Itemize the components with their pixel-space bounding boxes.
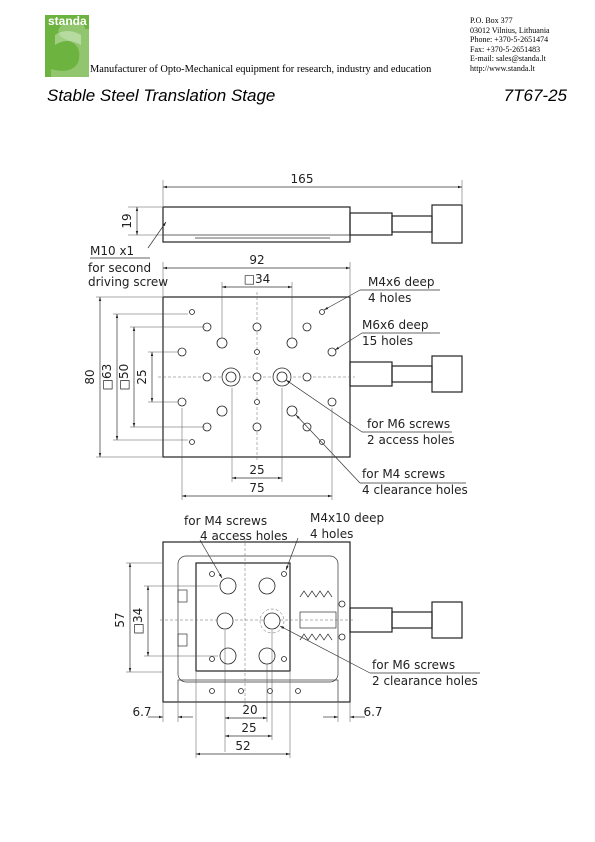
dim-92: 92 (249, 253, 264, 267)
dim-19: 19 (120, 213, 134, 228)
top-view: 92 □34 M4x6 deep 4 holes M6x6 deep 15 ho… (83, 253, 468, 500)
model-number: 7T67-25 (503, 86, 567, 105)
standa-logo (45, 15, 89, 77)
contact-line: 03012 Vilnius, Lithuania (470, 25, 550, 35)
label-m4x6-2: 4 holes (368, 291, 411, 305)
dim-25-vertical: 25 (135, 369, 149, 384)
page-title: Stable Steel Translation Stage (47, 86, 276, 105)
label-m4-access-1: for M4 screws (184, 514, 267, 528)
label-second-drive-1: for second (88, 261, 151, 275)
label-m4x6-1: M4x6 deep (368, 275, 435, 289)
label-m6x6-2: 15 holes (362, 334, 413, 348)
spring (299, 590, 337, 641)
bottom-hole-pattern (209, 571, 346, 694)
hole-pattern (177, 309, 337, 445)
dim-52: 52 (235, 739, 250, 753)
dim-sq50: □50 (117, 364, 131, 391)
dim-75: 75 (249, 481, 264, 495)
dim-6-7-left: 6.7 (132, 705, 151, 719)
tagline: Manufacturer of Opto-Mechanical equipmen… (90, 64, 432, 75)
bottom-view: for M4 screws 4 access holes M4x10 deep … (113, 511, 480, 758)
label-m10x1: M10 x1 (90, 244, 134, 258)
dim-20: 20 (242, 703, 257, 717)
dim-80: 80 (83, 369, 97, 384)
label-m6-access-1: for M6 screws (367, 417, 450, 431)
label-m4-clearance-1: for M4 screws (362, 467, 445, 481)
contact-block: P.O. Box 377 03012 Vilnius, Lithuania Ph… (470, 16, 550, 74)
side-view: 165 19 M10 x1 for second driving screw (88, 172, 463, 289)
label-m4x10-1: M4x10 deep (310, 511, 384, 525)
label-m4-access-2: 4 access holes (200, 529, 288, 543)
brand-name: standa (48, 14, 87, 28)
dim-sq63: □63 (100, 364, 114, 391)
dim-57: 57 (113, 612, 127, 627)
label-m4-clearance-2: 4 clearance holes (362, 483, 468, 497)
dim-25-bottom: 25 (241, 721, 256, 735)
dim-6-7-right: 6.7 (363, 705, 382, 719)
dim-25-horizontal: 25 (249, 463, 264, 477)
dim-sq34-bottom: □34 (131, 608, 145, 635)
contact-line: P.O. Box 377 (470, 16, 513, 25)
contact-line: Phone: +370-5-2651474 (470, 35, 549, 45)
label-m6-access-2: 2 access holes (367, 433, 455, 447)
contact-line: E-mail: sales@standa.lt (470, 54, 546, 64)
label-second-drive-2: driving screw (88, 275, 168, 289)
label-m6-clearance-2: 2 clearance holes (372, 674, 478, 688)
dim-sq34-top: □34 (244, 272, 271, 286)
contact-line: http://www.standa.lt (470, 63, 535, 73)
contact-line: Fax: +370-5-2651483 (470, 44, 541, 54)
label-m6x6-1: M6x6 deep (362, 318, 429, 332)
dim-165: 165 (291, 172, 314, 186)
label-m4x10-2: 4 holes (310, 527, 353, 541)
label-m6-clearance-1: for M6 screws (372, 658, 455, 672)
